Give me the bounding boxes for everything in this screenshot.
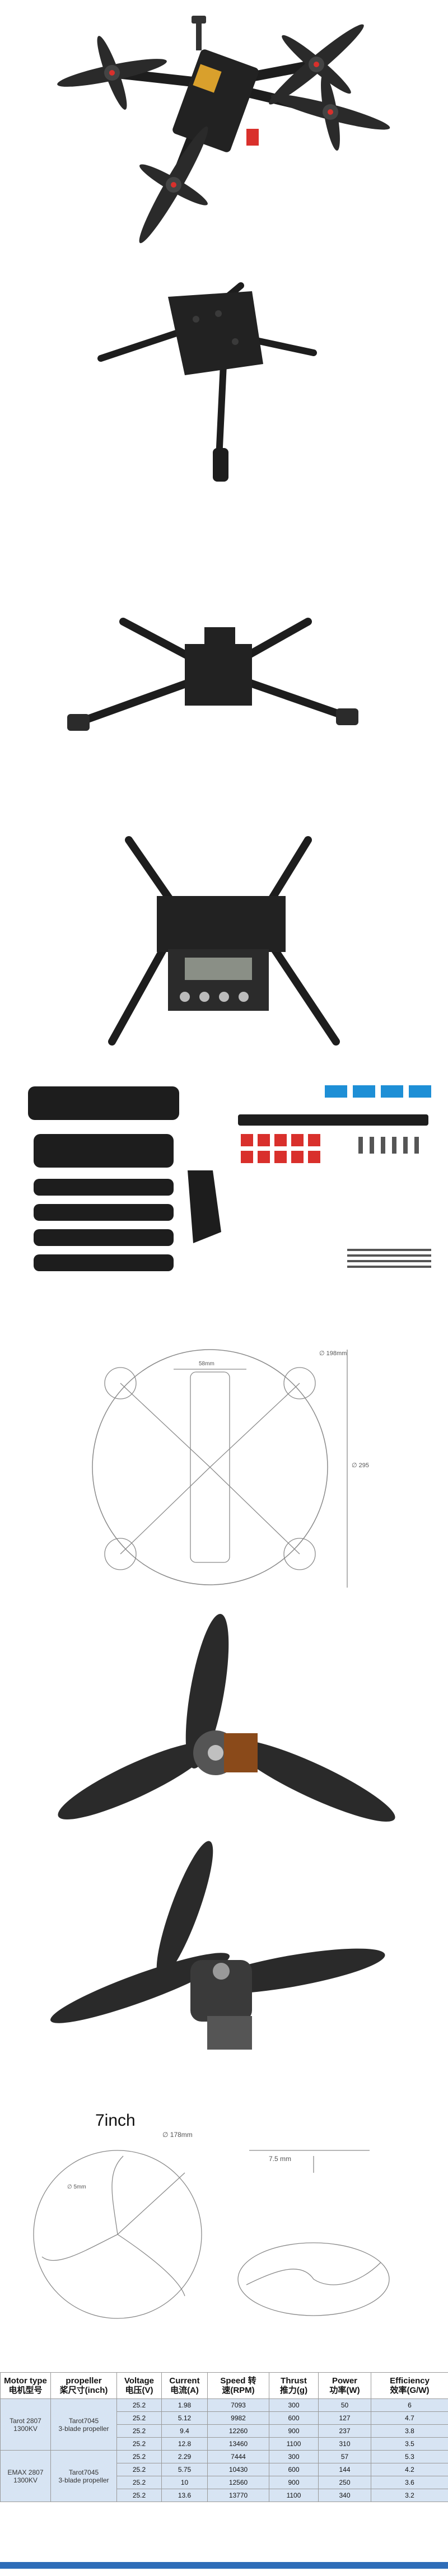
speed-cell: 10430: [207, 2463, 269, 2476]
efficiency-cell: 5.3: [371, 2450, 448, 2463]
speed-cell: 13460: [207, 2437, 269, 2451]
speed-cell: 7444: [207, 2450, 269, 2463]
table-row: Tarot 2807 1300KV Tarot7045 3-blade prop…: [0, 2398, 448, 2451]
thrust-cell: 1100: [269, 2489, 319, 2502]
propeller-dimension-drawing: 7inch ∅ 178mm ∅ 5mm 7.5 mm: [0, 2111, 448, 2358]
current-cell: 10: [161, 2476, 208, 2489]
photo-assembled-drone: [0, 0, 448, 263]
photo-propeller-1: [0, 1613, 448, 1831]
power-cell: 310: [318, 2437, 371, 2451]
table-row: 25.2 13.6 13770 1100 340 3.2: [1, 2489, 448, 2502]
voltage-cell: 25.2: [116, 2476, 162, 2489]
prop-diameter-label: ∅ 178mm: [162, 2131, 193, 2139]
photo-propeller-2: [0, 1837, 448, 2078]
current-cell: 5.75: [161, 2463, 208, 2476]
power-cell: 57: [318, 2450, 371, 2463]
thrust-cell: 300: [269, 2450, 319, 2463]
table-row: 25.2 10 12560 900 250 3.6: [1, 2476, 448, 2489]
thrust-cell: 900: [269, 2476, 319, 2489]
photo-frame-top: [0, 594, 448, 762]
current-cell: 1.98: [161, 2398, 208, 2412]
hub-width-label: 7.5 mm: [269, 2155, 292, 2163]
efficiency-cell: 4.7: [371, 2411, 448, 2425]
power-cell: 50: [318, 2398, 371, 2412]
frame-diameter-label: ∅ 198mm: [319, 1350, 347, 1357]
table-row: 25.2 12.8 13460 1100 310 3.5: [1, 2437, 448, 2451]
frame-inner-label: 58mm: [199, 1361, 214, 1367]
power-cell: 237: [318, 2424, 371, 2438]
voltage-cell: 25.2: [116, 2411, 162, 2425]
table-row: EMAX 2807 1300KV Tarot7045 3-blade prope…: [0, 2450, 448, 2502]
voltage-cell: 25.2: [116, 2424, 162, 2438]
voltage-cell: 25.2: [116, 2463, 162, 2476]
speed-cell: 12560: [207, 2476, 269, 2489]
voltage-cell: 25.2: [116, 2450, 162, 2463]
thrust-cell: 1100: [269, 2437, 319, 2451]
speed-cell: 12260: [207, 2424, 269, 2438]
prop-size-title: 7inch: [95, 2111, 136, 2130]
power-cell: 144: [318, 2463, 371, 2476]
thrust-cell: 900: [269, 2424, 319, 2438]
thrust-cell: 300: [269, 2398, 319, 2412]
power-cell: 250: [318, 2476, 371, 2489]
efficiency-cell: 3.8: [371, 2424, 448, 2438]
motor-cell: Tarot 2807 1300KV: [0, 2398, 51, 2451]
photo-frame-on-scale: [0, 829, 448, 1064]
speed-cell: 9982: [207, 2411, 269, 2425]
frame-height-label: ∅ 295: [352, 1462, 369, 1469]
speed-cell: 7093: [207, 2398, 269, 2412]
voltage-cell: 25.2: [116, 2437, 162, 2451]
thrust-cell: 600: [269, 2463, 319, 2476]
thrust-cell: 600: [269, 2411, 319, 2425]
efficiency-cell: 4.2: [371, 2463, 448, 2476]
power-cell: 340: [318, 2489, 371, 2502]
photo-kit-contents: [0, 1081, 448, 1316]
efficiency-cell: 3.6: [371, 2476, 448, 2489]
table-divider-band: [0, 2562, 448, 2569]
current-cell: 13.6: [161, 2489, 208, 2502]
frame-dimension-drawing: ∅ 198mm ∅ 295 58mm: [0, 1338, 448, 1602]
propeller-cell: Tarot7045 3-blade propeller: [50, 2450, 117, 2502]
voltage-cell: 25.2: [116, 2489, 162, 2502]
voltage-cell: 25.2: [116, 2398, 162, 2412]
photo-frame-side: [0, 280, 448, 493]
motor-cell: EMAX 2807 1300KV: [0, 2450, 51, 2502]
table-row: 25.2 9.4 12260 900 237 3.8: [1, 2424, 448, 2438]
current-cell: 5.12: [161, 2411, 208, 2425]
current-cell: 2.29: [161, 2450, 208, 2463]
speed-cell: 13770: [207, 2489, 269, 2502]
table-row: 25.2 5.75 10430 600 144 4.2: [1, 2463, 448, 2476]
power-cell: 127: [318, 2411, 371, 2425]
header-speed: Speed 转速(RPM): [207, 2372, 269, 2399]
current-cell: 9.4: [161, 2424, 208, 2438]
hub-hole-label: ∅ 5mm: [67, 2184, 86, 2190]
efficiency-cell: 6: [371, 2398, 448, 2412]
efficiency-cell: 3.2: [371, 2489, 448, 2502]
efficiency-cell: 3.5: [371, 2437, 448, 2451]
current-cell: 12.8: [161, 2437, 208, 2451]
propeller-cell: Tarot7045 3-blade propeller: [50, 2398, 117, 2451]
